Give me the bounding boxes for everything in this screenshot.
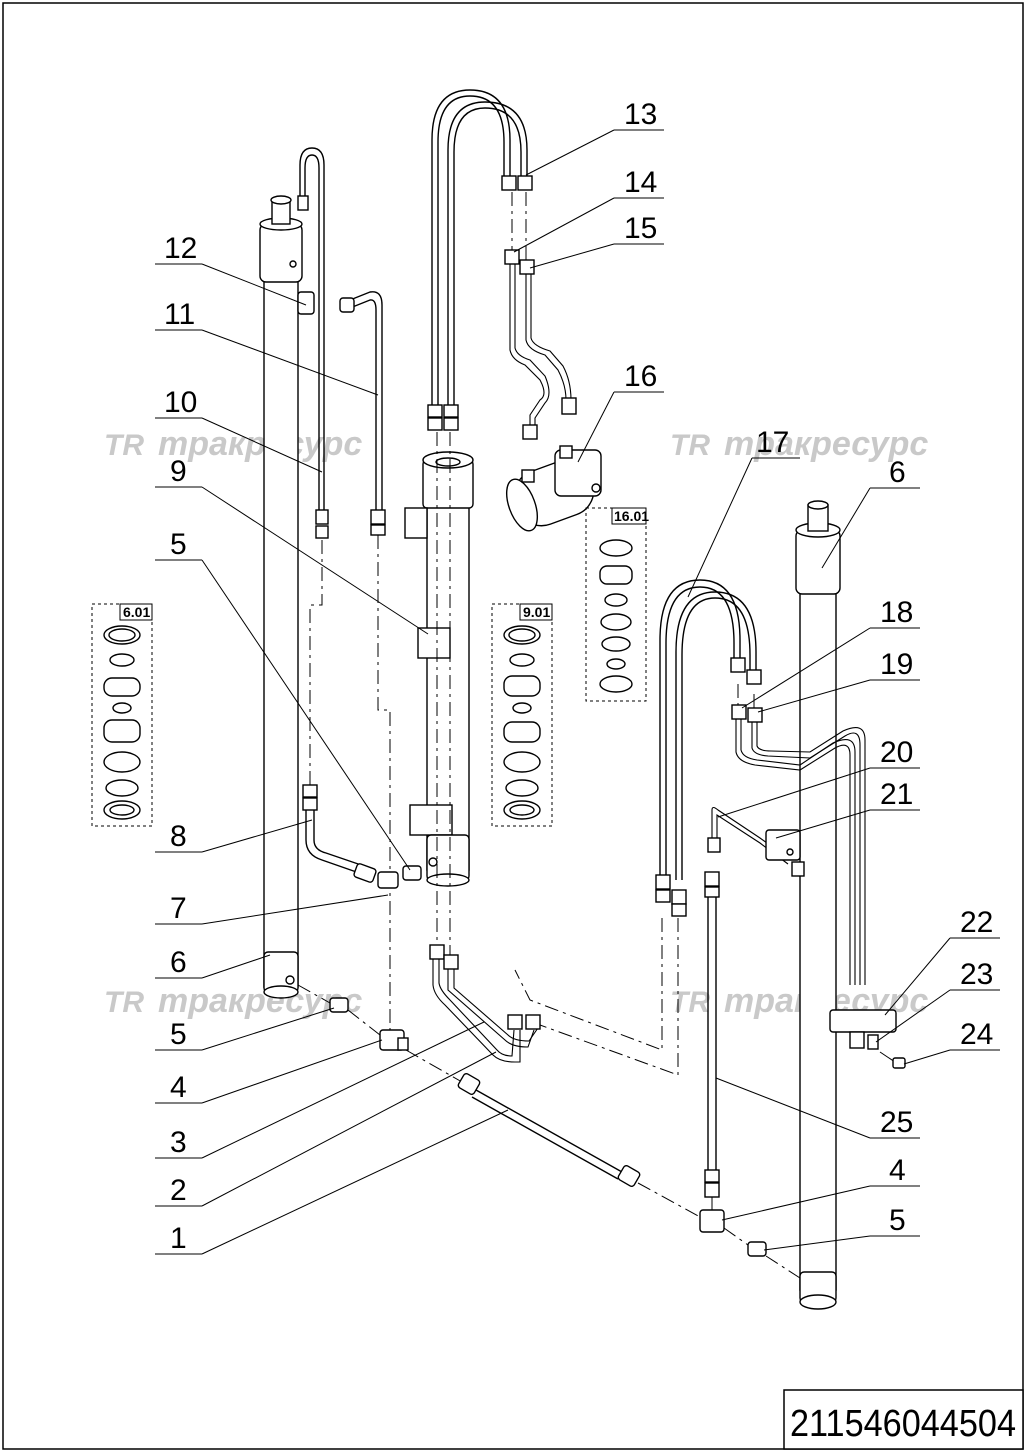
callouts: 13 14 15 16 12 11 10 9 5 8: [155, 98, 1000, 1255]
callout-22: 22: [960, 906, 993, 939]
callout-4: 4: [170, 1071, 187, 1104]
clamp-21: [765, 829, 801, 861]
flow-path: [405, 1049, 463, 1083]
hoses-13: [427, 89, 533, 431]
flow-path: [309, 540, 323, 785]
pipes-to-valve-16: [504, 249, 577, 440]
callout-19: 19: [880, 648, 913, 681]
callout-5: 5: [170, 528, 187, 561]
callout-6: 6: [889, 456, 906, 489]
callout-6: 6: [170, 946, 187, 979]
seal-kit-9.01: 9.01: [491, 603, 553, 827]
elbow-fitting-12: [297, 291, 315, 315]
callout-25: 25: [880, 1106, 913, 1139]
watermark-logo: TR: [670, 429, 710, 462]
callout-15: 15: [624, 212, 657, 245]
callout-3: 3: [170, 1126, 187, 1159]
callout-2: 2: [170, 1174, 187, 1207]
callout-9: 9: [170, 455, 187, 488]
callout-16: 16: [624, 360, 657, 393]
callout-18: 18: [880, 596, 913, 629]
watermark-text: тракресурс: [158, 982, 362, 1020]
flow-path: [723, 1227, 749, 1246]
flow-path: [637, 1182, 703, 1219]
callout-21: 21: [880, 778, 913, 811]
drawing-number-box: [783, 1389, 1024, 1450]
seal-kit-16.01: 16.01: [585, 507, 649, 702]
kit-label: 16.01: [614, 508, 649, 524]
flow-path: [765, 1255, 801, 1279]
hose-1: [457, 1072, 641, 1188]
hoses-17: [655, 579, 762, 917]
kit-label: 6.01: [123, 604, 150, 620]
callout-5: 5: [889, 1204, 906, 1237]
callout-14: 14: [624, 166, 657, 199]
clamp-21-bolt: [786, 848, 794, 856]
left-hose-10: [297, 147, 329, 539]
drawing-number: 211546044504: [790, 1403, 1016, 1445]
callout-24: 24: [960, 1018, 993, 1051]
kit-label: 9.01: [523, 604, 550, 620]
callout-17: 17: [756, 426, 789, 459]
watermark-logo: TR: [104, 986, 144, 1019]
hose-25: [704, 871, 720, 1198]
callout-1: 1: [170, 1222, 187, 1255]
watermark: TR тракресурс TR тракресурс TR тракресур…: [104, 425, 928, 1020]
callout-4: 4: [889, 1154, 906, 1187]
center-boom-cylinder: [404, 451, 474, 887]
watermark-text: тракресурс: [724, 425, 928, 463]
right-lift-cylinder: [795, 500, 841, 1310]
callout-20: 20: [880, 736, 913, 769]
hose-11: [339, 291, 386, 536]
lower-right-fittings: [699, 1209, 767, 1257]
callout-7: 7: [170, 892, 187, 925]
flow-path: [514, 918, 663, 1051]
callout-23: 23: [960, 958, 993, 991]
callout-11: 11: [164, 298, 195, 331]
flow-path: [539, 918, 679, 1076]
lower-left-fittings: [329, 997, 409, 1051]
flow-path: [297, 984, 331, 1004]
left-lift-cylinder: [259, 195, 303, 999]
callout-10: 10: [164, 386, 197, 419]
watermark-logo: TR: [104, 429, 144, 462]
callout-12: 12: [164, 232, 197, 265]
watermark-logo: TR: [670, 986, 710, 1019]
clamp-22: [829, 1009, 906, 1069]
seal-kit-6.01: 6.01: [91, 603, 153, 827]
pipe-8: [302, 784, 422, 889]
callout-8: 8: [170, 820, 187, 853]
callout-5: 5: [170, 1018, 187, 1051]
pipes-2-3: [429, 944, 541, 1063]
pipes-18-19: [731, 704, 866, 985]
flow-path: [377, 535, 391, 1030]
valve-16: [505, 445, 602, 532]
callout-13: 13: [624, 98, 657, 131]
flow-path: [347, 1009, 381, 1036]
